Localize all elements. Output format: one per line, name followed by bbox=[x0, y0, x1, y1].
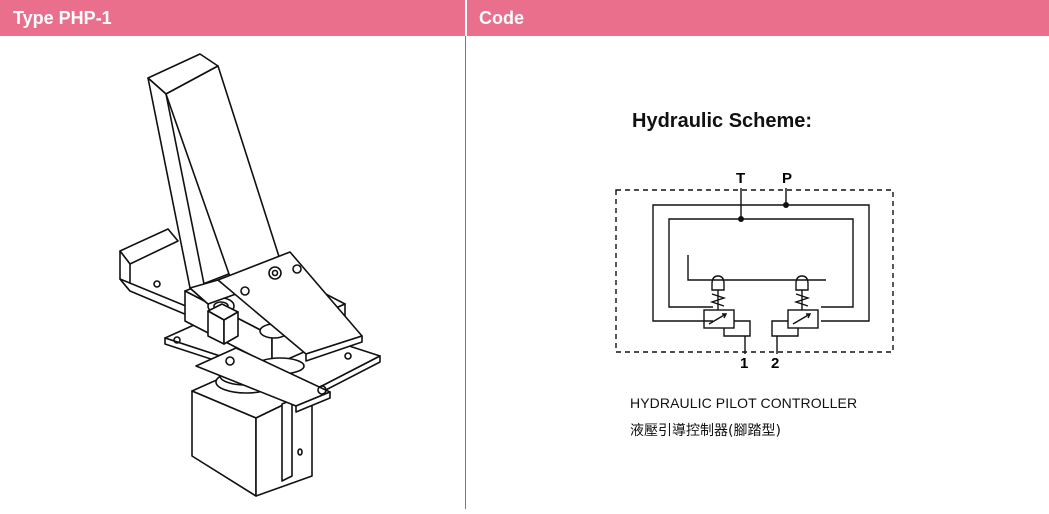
product-drawing-panel bbox=[0, 36, 465, 509]
hydraulic-scheme-diagram: T P 1 2 bbox=[615, 170, 894, 372]
port-p-label: P bbox=[782, 170, 792, 187]
code-panel: Hydraulic Scheme: bbox=[466, 36, 1049, 509]
caption-chinese: 液壓引導控制器(腳踏型) bbox=[630, 423, 781, 439]
header-left: Type PHP-1 bbox=[0, 0, 465, 36]
scheme-title: Hydraulic Scheme: bbox=[632, 110, 813, 132]
column-divider bbox=[465, 36, 466, 509]
code-title: Code bbox=[479, 8, 524, 28]
caption-english: HYDRAULIC PILOT CONTROLLER bbox=[630, 395, 858, 411]
product-type-title: Type PHP-1 bbox=[13, 8, 112, 28]
foot-pedal-drawing bbox=[119, 53, 381, 497]
header-right: Code bbox=[467, 0, 1049, 36]
port-t-label: T bbox=[736, 170, 745, 187]
port-1-label: 1 bbox=[740, 355, 748, 372]
port-2-label: 2 bbox=[771, 355, 779, 372]
